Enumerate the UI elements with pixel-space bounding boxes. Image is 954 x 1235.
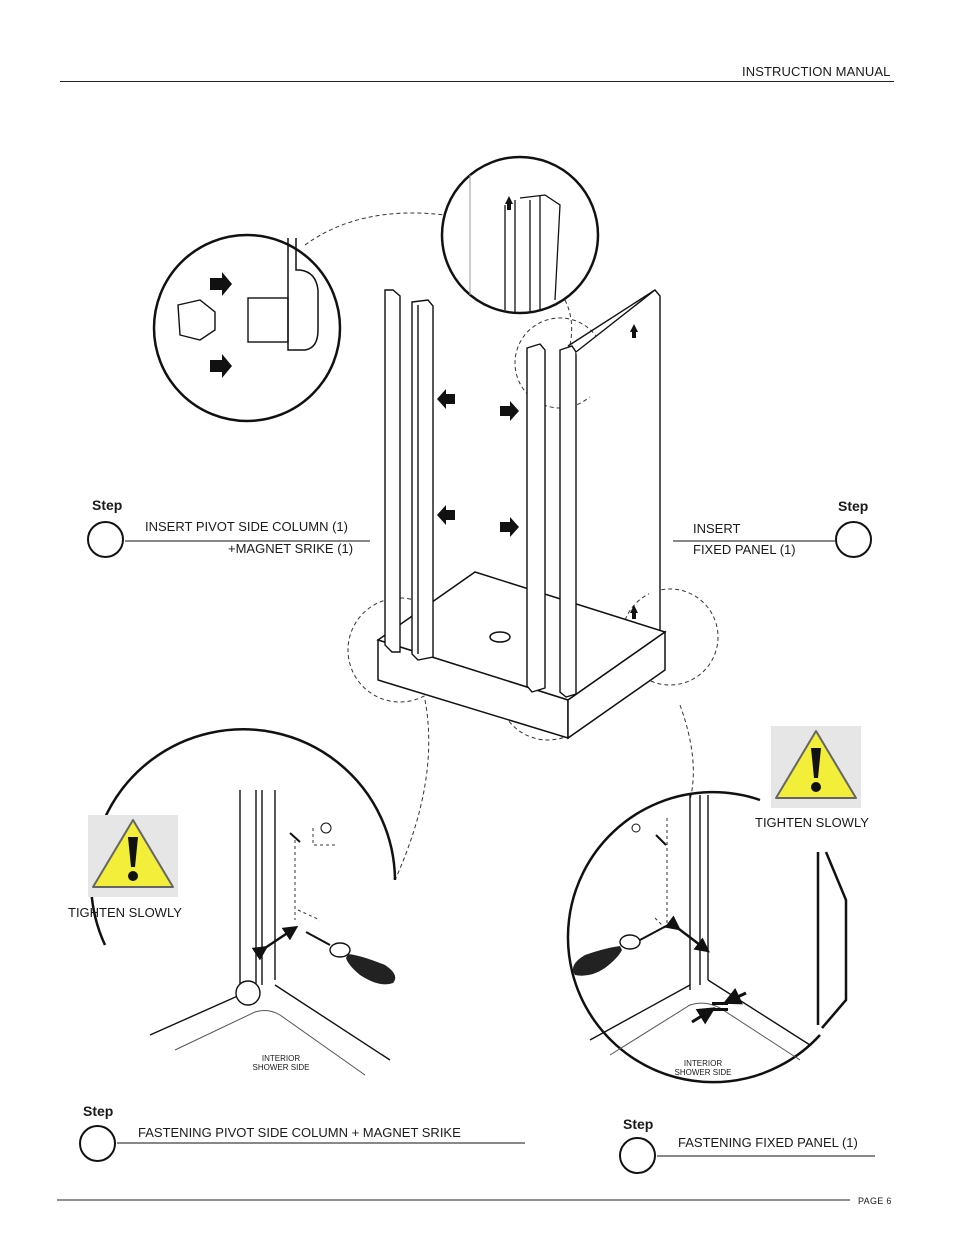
arrow-icon: [210, 272, 232, 296]
step-text-fixed-fasten: FASTENING FIXED PANEL (1): [678, 1135, 858, 1150]
interior-label-right: INTERIOR SHOWER SIDE: [674, 1059, 732, 1077]
step-number-circle: [619, 1137, 656, 1174]
step-number-circle: [79, 1125, 116, 1162]
detail-magnet-strike: [152, 233, 342, 423]
detail-fixed-panel-top: [440, 155, 600, 315]
step-label-fixed-insert: Step: [838, 498, 869, 514]
caution-text-right: TIGHTEN SLOWLY: [755, 815, 869, 830]
screwdriver-icon: [305, 931, 396, 985]
fixed-panel-column: [526, 289, 661, 698]
step-label-pivot-insert: Step: [92, 497, 123, 513]
header-rule: [60, 81, 894, 82]
screw-icon: [655, 834, 667, 846]
warning-box-right: [771, 726, 861, 808]
step-text-fixed-insert-line2: FIXED PANEL (1): [693, 542, 796, 557]
insertion-arrows: [437, 324, 638, 619]
warning-triangle-icon: [92, 819, 174, 888]
step-text-fixed-insert-line1: INSERT: [693, 521, 741, 536]
arrow-icon: [505, 196, 513, 210]
step-text-pivot-fasten: FASTENING PIVOT SIDE COLUMN + MAGNET SRI…: [138, 1125, 461, 1140]
caution-text-left: TIGHTEN SLOWLY: [68, 905, 182, 920]
step-label-fixed-fasten: Step: [623, 1116, 654, 1132]
page-number: PAGE 6: [858, 1196, 892, 1206]
detail-fixed-fastening: [566, 790, 848, 1084]
warning-triangle-icon: [775, 730, 857, 799]
detail-pivot-fastening: [89, 728, 397, 1076]
arrow-icon: [210, 354, 232, 378]
document-title: INSTRUCTION MANUAL: [742, 64, 891, 79]
step-text-pivot-insert-line2: +MAGNET SRIKE (1): [228, 541, 354, 556]
shower-base: [376, 571, 667, 740]
step-label-pivot-fasten: Step: [83, 1103, 114, 1119]
screwdriver-icon: [572, 924, 669, 976]
interior-label-left: INTERIOR SHOWER SIDE: [252, 1054, 310, 1072]
warning-box-left: [88, 815, 178, 897]
step-number-circle: [87, 521, 124, 558]
step-text-pivot-insert-line1: INSERT PIVOT SIDE COLUMN (1): [145, 519, 348, 534]
pivot-column: [384, 289, 434, 661]
step-underlines: [117, 540, 875, 1157]
screw-icon: [289, 832, 301, 843]
step-number-circle: [835, 521, 872, 558]
